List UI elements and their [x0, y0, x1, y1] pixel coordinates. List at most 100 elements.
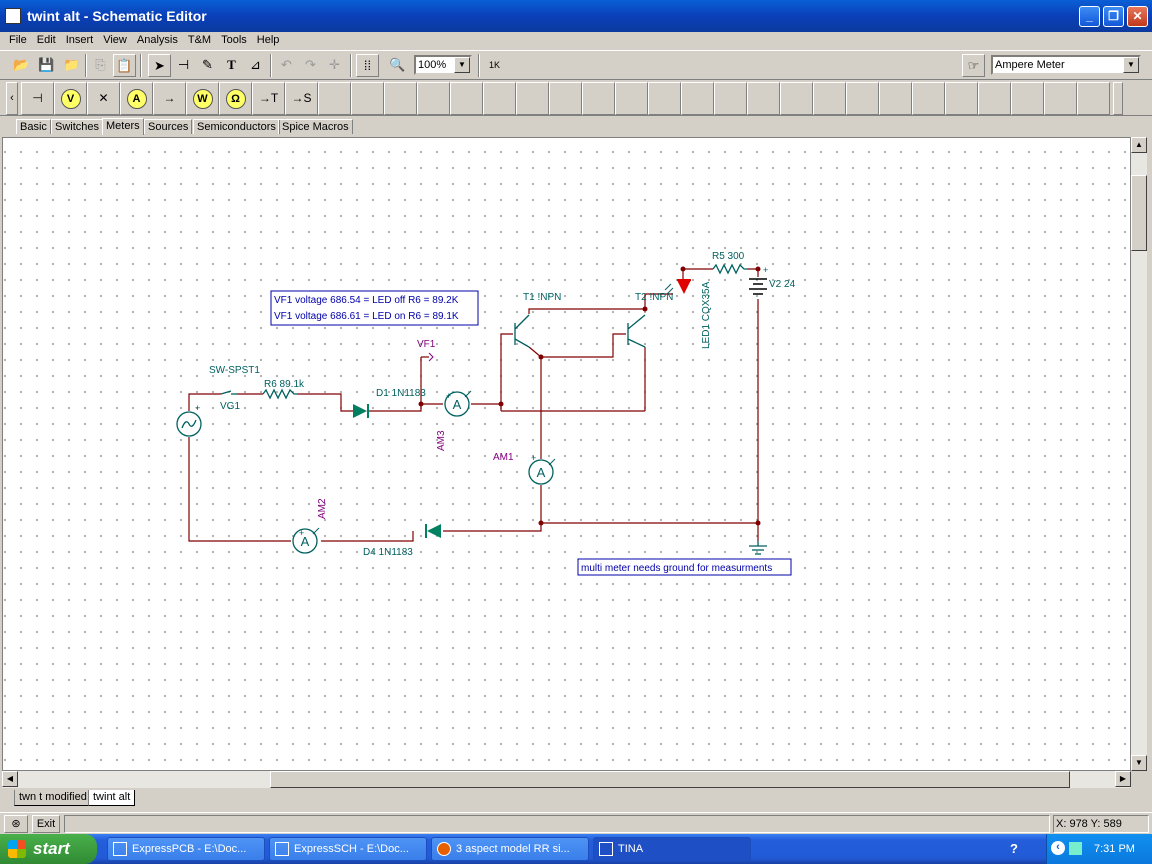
palette-watt-meter-icon[interactable]: W [186, 82, 219, 115]
network-icon[interactable] [1069, 842, 1082, 855]
palette-empty-slot[interactable] [450, 82, 483, 115]
sw-spst1-switch[interactable] [220, 390, 237, 395]
vertical-scrollbar[interactable]: ▲ ▼ [1131, 137, 1147, 771]
help-icon[interactable]: ? [1010, 841, 1018, 856]
exit-button[interactable]: Exit [32, 815, 60, 833]
task-expresspcb[interactable]: ExpressPCB - E:\Doc... [107, 837, 265, 861]
palette-empty-slot[interactable] [318, 82, 351, 115]
open-folder-icon[interactable]: 📂 [13, 57, 30, 72]
d4-diode[interactable] [425, 524, 441, 538]
palette-empty-slot[interactable] [516, 82, 549, 115]
zoom-select[interactable]: 100%▼ [414, 55, 472, 75]
save-icon[interactable]: 💾 [38, 57, 55, 72]
menu-help[interactable]: Help [256, 34, 280, 46]
start-button[interactable]: start [0, 834, 97, 864]
tab-spice-macros[interactable]: Spice Macros [278, 119, 353, 134]
minimize-button[interactable]: _ [1079, 6, 1100, 27]
tab-sources[interactable]: Sources [144, 119, 193, 134]
component-select[interactable]: Ampere Meter▼ [991, 55, 1141, 75]
close-button[interactable]: ✕ [1127, 6, 1148, 27]
palette-empty-slot[interactable] [813, 82, 846, 115]
palette-ammeter-icon[interactable]: A [120, 82, 153, 115]
crosshair-icon[interactable]: ✛ [329, 57, 340, 72]
grid-icon[interactable]: ⁞⁞ [356, 54, 379, 77]
palette-empty-slot[interactable] [1044, 82, 1077, 115]
palette-empty-slot[interactable] [582, 82, 615, 115]
copy-icon[interactable]: ⎘ [95, 57, 106, 72]
palette-ohm-meter-icon[interactable]: Ω [219, 82, 252, 115]
chevron-left-icon[interactable]: ‹ [1051, 841, 1065, 855]
task-expresssch[interactable]: ExpressSCH - E:\Doc... [269, 837, 427, 861]
am1-ammeter[interactable]: A [528, 458, 556, 485]
vg1-source[interactable]: + [176, 403, 202, 437]
menu-view[interactable]: View [103, 34, 127, 46]
palette-empty-slot[interactable] [615, 82, 648, 115]
palette-to-t-icon[interactable]: →T [252, 82, 285, 115]
zoom-icon[interactable]: 🔍 [389, 57, 406, 72]
schematic-canvas[interactable]: + A A A [2, 137, 1131, 771]
palette-to-s-icon[interactable]: →S [285, 82, 318, 115]
palette-empty-slot[interactable] [945, 82, 978, 115]
menu-tm[interactable]: T&M [187, 34, 212, 46]
tab-meters[interactable]: Meters [102, 118, 144, 135]
component-value-icon[interactable]: 1K [488, 60, 500, 70]
open-file-icon[interactable]: 📁 [63, 57, 80, 72]
palette-empty-slot[interactable] [978, 82, 1011, 115]
v2-battery[interactable] [749, 278, 767, 295]
redo-icon[interactable]: ↷ [305, 57, 316, 72]
scroll-right-icon[interactable]: ▶ [1115, 771, 1131, 787]
d1-diode[interactable] [353, 404, 369, 418]
tab-twn-t-modified[interactable]: twn t modified [14, 790, 92, 806]
tab-twint-alt[interactable]: twint alt [88, 790, 136, 806]
palette-scroll-right-icon[interactable] [1113, 82, 1123, 115]
palette-empty-slot[interactable] [747, 82, 780, 115]
tab-switches[interactable]: Switches [51, 119, 104, 134]
task-tina[interactable]: TINA [593, 837, 751, 861]
am2-ammeter[interactable]: A [292, 527, 320, 554]
menu-edit[interactable]: Edit [36, 34, 56, 46]
palette-empty-slot[interactable] [912, 82, 945, 115]
palette-ground-icon[interactable]: ⊣ [21, 82, 54, 115]
palette-empty-slot[interactable] [681, 82, 714, 115]
palette-empty-slot[interactable] [780, 82, 813, 115]
task-firefox[interactable]: 3 aspect model RR si... [431, 837, 589, 861]
text-icon[interactable]: T [227, 57, 236, 72]
palette-empty-slot[interactable] [483, 82, 516, 115]
scroll-left-icon[interactable]: ◀ [2, 771, 18, 787]
vertical-scroll-thumb[interactable] [1131, 175, 1147, 251]
scroll-up-icon[interactable]: ▲ [1131, 137, 1147, 153]
palette-empty-slot[interactable] [384, 82, 417, 115]
palette-wire-joint-icon[interactable]: → [153, 82, 186, 115]
palette-empty-slot[interactable] [1011, 82, 1044, 115]
horizontal-scrollbar[interactable]: ◀ ▶ [2, 771, 1131, 788]
undo-icon[interactable]: ↶ [281, 57, 292, 72]
paste-icon[interactable]: 📋 [113, 54, 136, 77]
menu-analysis[interactable]: Analysis [136, 34, 178, 46]
t2-transistor[interactable] [627, 314, 646, 348]
tab-basic[interactable]: Basic [16, 119, 51, 134]
hand-icon[interactable]: ☞ [962, 54, 985, 77]
r5-resistor[interactable] [712, 263, 747, 275]
palette-empty-slot[interactable] [648, 82, 681, 115]
palette-empty-slot[interactable] [879, 82, 912, 115]
palette-switch-icon[interactable]: ✕ [87, 82, 120, 115]
menu-tools[interactable]: Tools [221, 34, 247, 46]
horizontal-scroll-thumb[interactable] [270, 771, 1070, 788]
maximize-button[interactable]: ❐ [1103, 6, 1124, 27]
palette-empty-slot[interactable] [351, 82, 384, 115]
exit-icon[interactable]: ⊛ [4, 815, 28, 833]
palette-empty-slot[interactable] [417, 82, 450, 115]
palette-empty-slot[interactable] [714, 82, 747, 115]
led1-led[interactable] [664, 279, 691, 295]
palette-empty-slot[interactable] [549, 82, 582, 115]
scroll-down-icon[interactable]: ▼ [1131, 755, 1147, 771]
tab-semiconductors[interactable]: Semiconductors [193, 119, 280, 134]
palette-scroll-left-icon[interactable]: ‹ [6, 82, 18, 115]
ground-icon[interactable] [749, 541, 767, 555]
palette-empty-slot[interactable] [846, 82, 879, 115]
r6-resistor[interactable] [262, 388, 297, 400]
wire-icon[interactable]: ⊣ [177, 57, 190, 72]
menu-insert[interactable]: Insert [65, 34, 94, 46]
t1-transistor[interactable] [514, 314, 530, 348]
probe-icon[interactable]: ⊿ [250, 57, 261, 72]
